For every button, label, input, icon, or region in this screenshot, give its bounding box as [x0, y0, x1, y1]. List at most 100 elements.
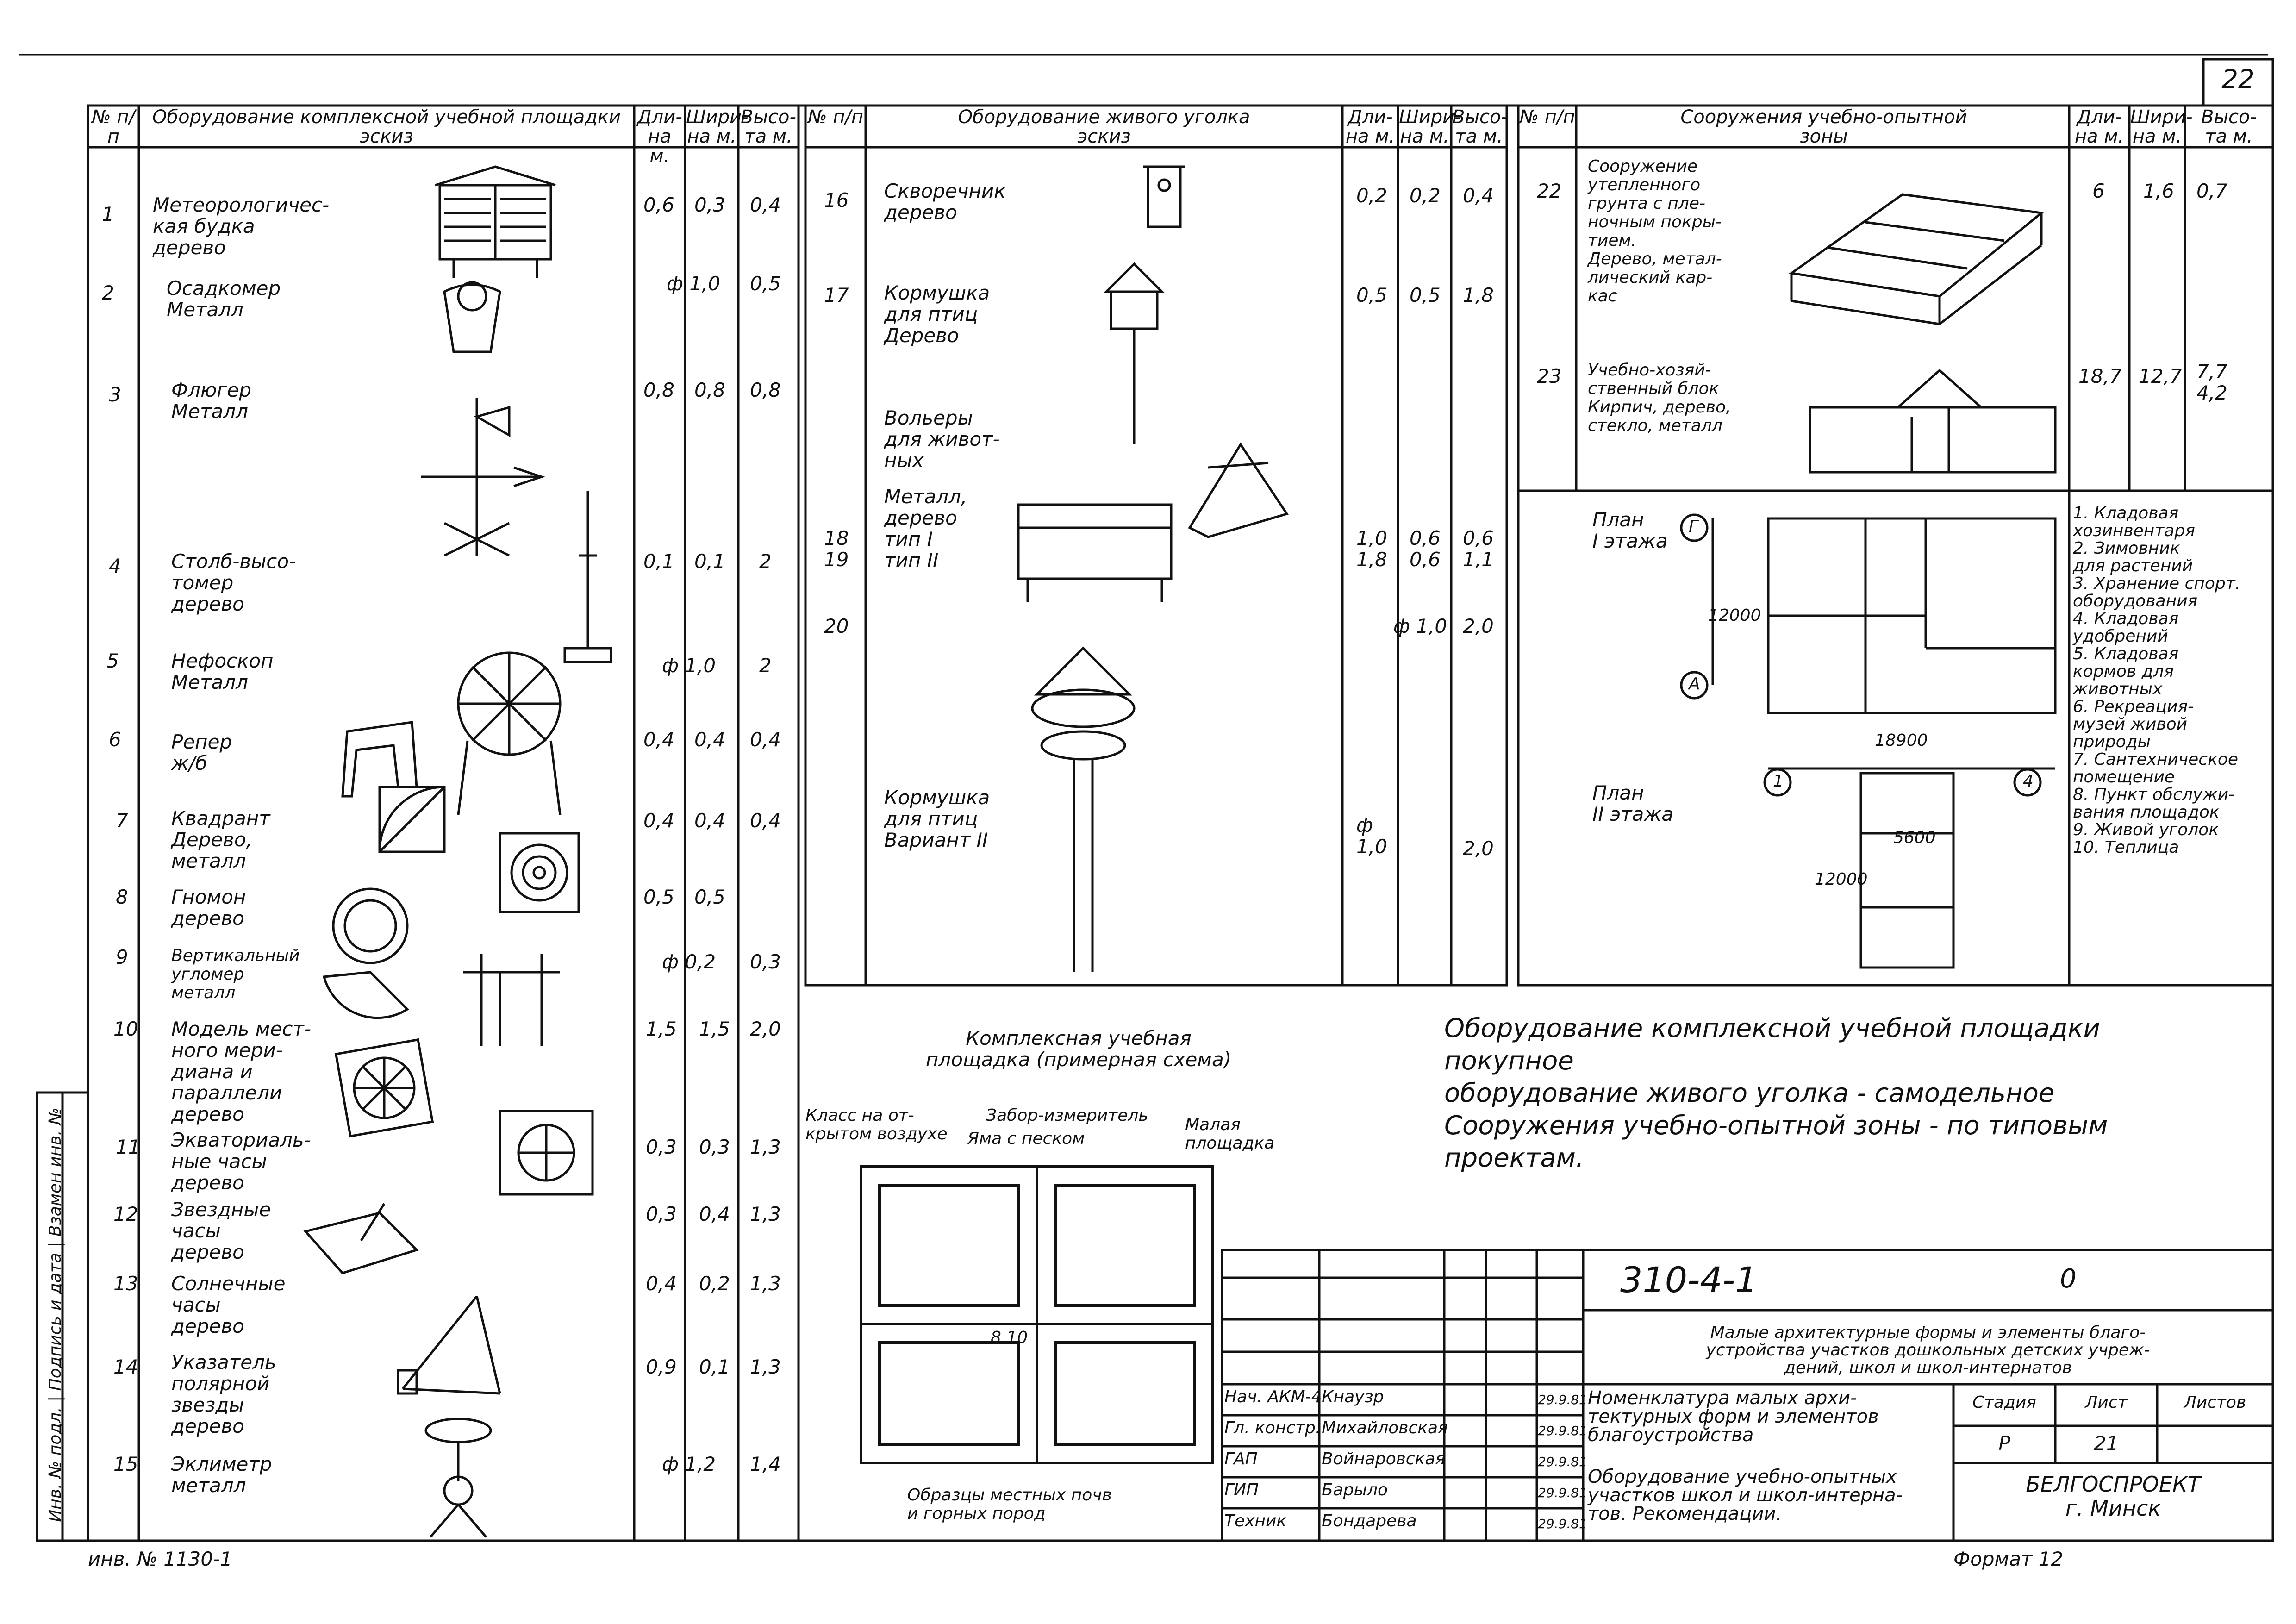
table-row-height: 0,4 [1463, 184, 1494, 207]
table-row-width: ф 0,2 [662, 950, 716, 973]
table-row-width: 12,7 [2139, 365, 2182, 387]
table-row-length: 0,9 [646, 1355, 677, 1378]
notes-line1: Оборудование комплексной учебной площадк… [1444, 1013, 2100, 1043]
table-row-width: 0,2 [1410, 184, 1441, 207]
table-row-no: 17 [824, 284, 849, 306]
axis-marker [1680, 513, 1709, 542]
enclosure-type1-icon [1017, 503, 1173, 602]
table-row-name: Нефоскоп Металл [171, 650, 274, 693]
floor-plan-2-icon [1859, 772, 1955, 969]
left-header-no: № п/п [92, 106, 135, 147]
nephoscope-icon [457, 651, 562, 815]
table-row-name: Кормушка для птиц Дерево [884, 281, 990, 347]
table-row-length: ф 1,0 [1356, 814, 1387, 858]
birdhouse-icon [1143, 165, 1185, 228]
mid-header-name: Оборудование живого уголка эскиз [958, 106, 1250, 147]
table-row-name: Кормушка для птиц Вариант II [884, 786, 990, 851]
greenhouse-icon [1788, 193, 2045, 325]
table-row-name: Флюгер Металл [171, 379, 251, 423]
table-row-no: 2 [102, 281, 114, 304]
equatorial-clock-icon [499, 1110, 594, 1196]
table-row-name: Металл, дерево тип I тип II [884, 485, 967, 572]
table-row-name: Сооружение утепленного грунта с пле- ноч… [1588, 157, 1722, 306]
table-row-length: 1,5 [646, 1018, 677, 1040]
table-row-length: 0,3 [646, 1203, 677, 1225]
table-row-width: ф 1,0 [1393, 615, 1447, 637]
right-header-length: Дли- на м. [2074, 106, 2124, 147]
table-row-no: 13 [113, 1272, 138, 1295]
table-row-width: 0,8 [694, 379, 725, 401]
notes-line3: оборудование живого уголка - самодельное [1444, 1078, 2055, 1108]
table-row-length: 0,5 [643, 886, 674, 908]
staff-role: Техник [1224, 1512, 1287, 1530]
table-row-no: 14 [113, 1355, 138, 1378]
room-legend: 1. Кладовая хозинвентаря 2. Зимовник для… [2073, 504, 2241, 857]
table-row-no: 8 [116, 886, 128, 908]
staff-date: 29.9.81 [1538, 1454, 1587, 1469]
table-row-name: Вольеры для живот- ных [884, 406, 1000, 472]
table-row-name: Квадрант Дерево, металл [171, 807, 270, 872]
eclimeter-icon [424, 1418, 492, 1538]
organization: БЕЛГОСПРОЕКТ г. Минск [2026, 1472, 2201, 1521]
axis-marker [2013, 768, 2042, 797]
table-row-width: 0,3 [699, 1136, 730, 1158]
label-center-area: 8.10 [991, 1328, 1028, 1347]
table-row-height: 7,7 4,2 [2196, 360, 2227, 404]
sheet-header: Лист [2085, 1393, 2128, 1412]
table-row-no: 4 [109, 555, 121, 577]
table-row-width: 1,6 [2143, 180, 2174, 202]
table-row-no: 22 [1537, 180, 1562, 202]
table-row-length: 18,7 [2078, 365, 2122, 387]
plan2-label: План II этажа [1592, 781, 1673, 825]
label-fence-gauge: Забор-измеритель [986, 1106, 1148, 1125]
sheet-description: Оборудование учебно-опытных участков шко… [1588, 1466, 1903, 1524]
table-row-name: Указатель полярной звезды дерево [171, 1351, 276, 1437]
rain-gauge-icon [443, 281, 501, 353]
margin-stamp: Инв. № подл. | Подпись и дата | Взамен и… [46, 1107, 65, 1522]
project-code-suffix: 0 [2060, 1264, 2077, 1294]
table-row-no: 18 19 [824, 527, 849, 571]
table-row-height: 0,7 [2196, 180, 2227, 202]
table-row-height: 0,8 [750, 379, 781, 401]
staff-date: 29.9.81 [1538, 1516, 1587, 1531]
left-header-length: Дли- на м. [637, 106, 682, 167]
table-row-name: Вертикальный угломер металл [171, 946, 300, 1002]
staff-name: Кнаузр [1322, 1387, 1384, 1406]
table-row-name: Метеорологичес- кая будка дерево [153, 194, 330, 259]
plan-dim-height: 12000 [1708, 606, 1761, 625]
bird-feeder-v2-icon [1031, 646, 1136, 972]
right-header-no: № п/п [1519, 106, 1575, 128]
weather-booth-icon [435, 165, 556, 278]
left-header-width: Шири- на м. [686, 106, 749, 147]
table-row-length: 0,6 [643, 194, 674, 216]
gnomon-icon [322, 887, 409, 1019]
plan1-label: План I этажа [1592, 508, 1668, 552]
table-row-name: Эклиметр металл [171, 1453, 272, 1497]
mid-header-height: Высо- та м. [1452, 106, 1508, 147]
site-plan-title: Комплексная учебная площадка (примерная … [925, 1027, 1232, 1071]
notes-line4: Сооружения учебно-опытной зоны - по типо… [1444, 1111, 2108, 1141]
table-row-no: 5 [106, 650, 119, 672]
table-row-height: 0,3 [750, 950, 781, 973]
staff-role: ГАП [1224, 1449, 1258, 1468]
table-row-length: 0,5 [1356, 284, 1387, 306]
table-row-height: 0,5 [750, 272, 781, 295]
table-row-width: ф 1,2 [662, 1453, 716, 1475]
table-row-no: 7 [116, 809, 128, 832]
staff-name: Войнаровская [1322, 1449, 1446, 1468]
staff-date: 29.9.81 [1538, 1392, 1587, 1407]
project-name: Малые архитектурные формы и элементы бла… [1706, 1323, 2150, 1377]
table-row-length: 0,2 [1356, 184, 1387, 207]
table-row-height: 2,0 [750, 1018, 781, 1040]
table-row-height: 2,0 [1463, 837, 1494, 860]
table-row-height: 0,6 1,1 [1463, 527, 1494, 571]
table-row-width: 1,5 [699, 1018, 730, 1040]
quadrant-icon [378, 786, 446, 853]
label-sand-pit: Яма с песком [967, 1129, 1085, 1148]
table-row-height: 2 [759, 654, 772, 677]
right-header-width: Шири- на м. [2130, 106, 2193, 147]
table-row-name: Экваториаль- ные часы дерево [171, 1129, 311, 1194]
